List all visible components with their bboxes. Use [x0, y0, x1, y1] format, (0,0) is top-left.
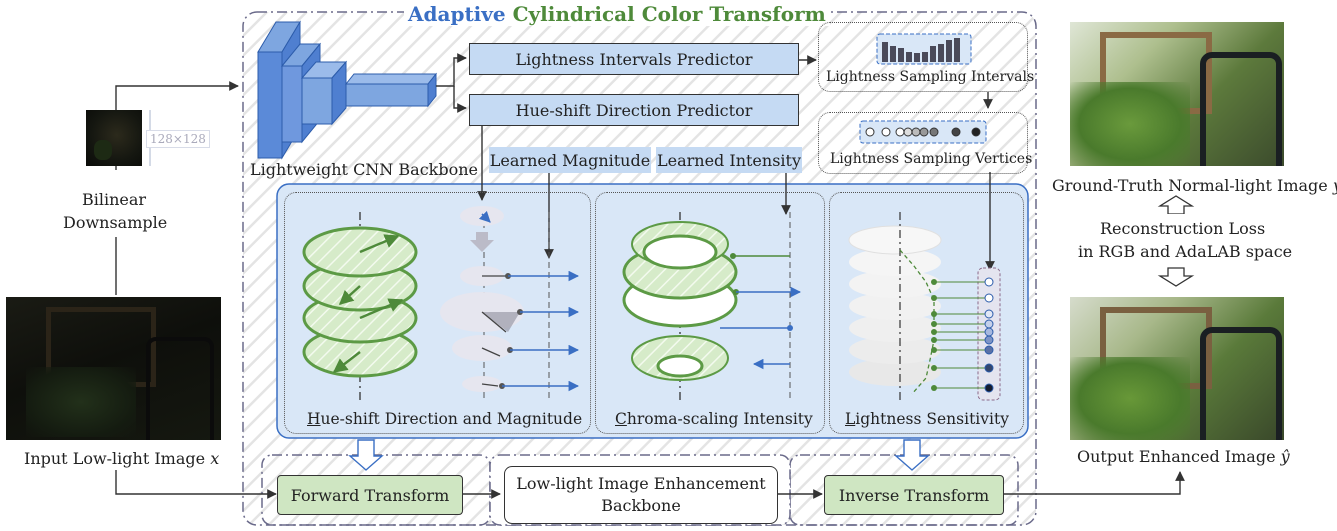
lightness-panel — [829, 192, 1024, 434]
sampling-vertices-label: Lightness Sampling Vertices — [830, 151, 1033, 167]
hue-shift-direction-predictor: Hue-shift Direction Predictor — [469, 94, 799, 126]
loss-label-line1: Reconstruction Loss — [1100, 219, 1266, 238]
lightness-caption-rest: ightness Sensitivity — [855, 410, 1009, 428]
chroma-panel-caption: Chroma-scaling Intensity — [615, 410, 813, 428]
input-label-var: x — [210, 449, 220, 468]
loss-down-arrow — [1157, 267, 1195, 287]
lightness-intervals-predictor: Lightness Intervals Predictor — [469, 43, 799, 75]
hue-panel-graphic — [302, 206, 580, 400]
sampling-intervals-label: Lightness Sampling Intervals — [826, 69, 1035, 85]
chroma-panel-graphic — [622, 212, 802, 400]
size-label: 128×128 — [146, 130, 210, 148]
input-label-text: Input Low-light Image — [24, 449, 206, 468]
lightness-panel-graphic — [848, 212, 1001, 401]
vertex-dots-graphic — [859, 120, 987, 144]
loss-label-line2: in RGB and AdaLAB space — [1078, 242, 1293, 261]
down-arrow-forward — [348, 439, 384, 471]
sampling-vertices-panel — [818, 112, 1028, 174]
hue-caption-rest: ue-shift Direction and Magnitude — [320, 410, 583, 428]
output-image-label: Output Enhanced Image ŷ — [1077, 447, 1290, 466]
ground-truth-image — [1070, 22, 1284, 166]
downsampled-image — [86, 110, 142, 166]
output-enhanced-image — [1070, 297, 1284, 440]
chroma-caption-initial: C — [615, 410, 627, 428]
output-label-text: Output Enhanced Image — [1077, 447, 1276, 466]
title-transform: Cylindrical Color Transform — [512, 2, 826, 26]
hue-caption-initial: H — [307, 410, 321, 428]
loss-up-arrow — [1157, 195, 1195, 215]
downsample-label-line1: Bilinear — [82, 190, 147, 209]
gt-label-text: Ground-Truth Normal-light Image — [1052, 176, 1328, 195]
diagram-title: Adaptive Cylindrical Color Transform — [404, 2, 830, 26]
enhancement-backbone-line1: Low-light Image Enhancement — [516, 474, 766, 493]
hue-panel-caption: Hue-shift Direction and Magnitude — [307, 410, 582, 428]
lightness-caption-initial: L — [845, 410, 856, 428]
down-arrow-inverse — [894, 439, 930, 471]
ground-truth-label: Ground-Truth Normal-light Image y — [1052, 176, 1337, 195]
learned-magnitude-tag: Learned Magnitude — [489, 147, 651, 173]
input-low-light-image — [6, 297, 221, 440]
cnn-backbone-label: Lightweight CNN Backbone — [250, 160, 478, 179]
learned-intensity-tag: Learned Intensity — [656, 147, 802, 173]
downsample-label-line2: Downsample — [63, 213, 168, 232]
loss-box — [1064, 214, 1304, 266]
sampling-intervals-panel — [818, 22, 1028, 92]
title-adaptive: Adaptive — [408, 2, 506, 26]
chroma-panel — [595, 192, 825, 434]
interval-bars-graphic — [876, 33, 972, 65]
enhancement-backbone-line2: Backbone — [601, 496, 681, 515]
lightness-panel-caption: Lightness Sensitivity — [845, 410, 1009, 428]
forward-transform-box: Forward Transform — [277, 475, 463, 515]
hue-panel — [284, 192, 591, 434]
gt-label-var: y — [1333, 176, 1337, 195]
downsample-label-box — [52, 185, 180, 237]
chroma-caption-rest: hroma-scaling Intensity — [626, 410, 813, 428]
input-image-label: Input Low-light Image x — [24, 449, 219, 468]
output-label-var: ŷ — [1280, 447, 1290, 466]
inverse-transform-box: Inverse Transform — [824, 475, 1004, 515]
enhancement-backbone-box: Low-light Image Enhancement Backbone — [504, 466, 778, 524]
cnn-backbone-graphic — [257, 20, 438, 160]
